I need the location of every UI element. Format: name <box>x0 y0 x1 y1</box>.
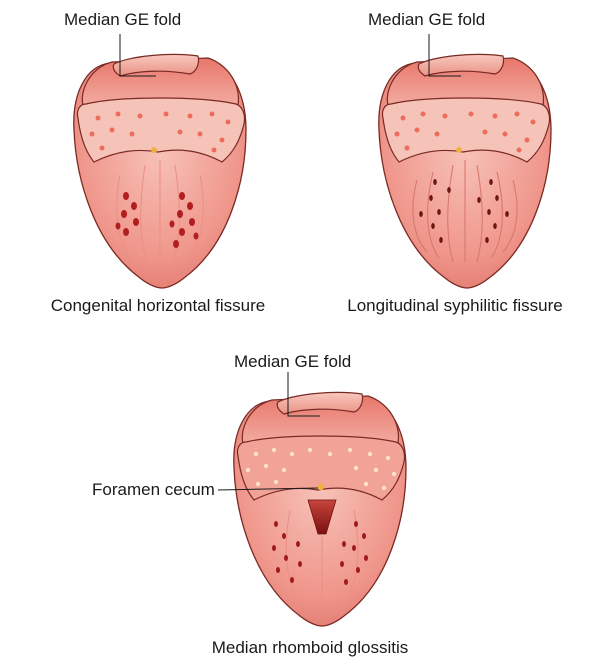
top-label-left: Median GE fold <box>64 10 181 30</box>
foramen-cecum-label: Foramen cecum <box>92 480 215 500</box>
top-label-right: Median GE fold <box>368 10 485 30</box>
foramen-cecum-dot <box>456 147 462 153</box>
tongue-syphilitic <box>379 34 551 288</box>
caption-right: Longitudinal syphilitic fissure <box>310 296 600 316</box>
caption-left: Congenital horizontal fissure <box>8 296 308 316</box>
caption-bottom: Median rhomboid glossitis <box>150 638 470 658</box>
tongue-congenital <box>74 34 246 288</box>
top-label-bottom: Median GE fold <box>234 352 351 372</box>
foramen-cecum-dot <box>318 484 324 490</box>
foramen-cecum-dot <box>151 147 157 153</box>
tongue-rhomboid <box>218 372 406 626</box>
